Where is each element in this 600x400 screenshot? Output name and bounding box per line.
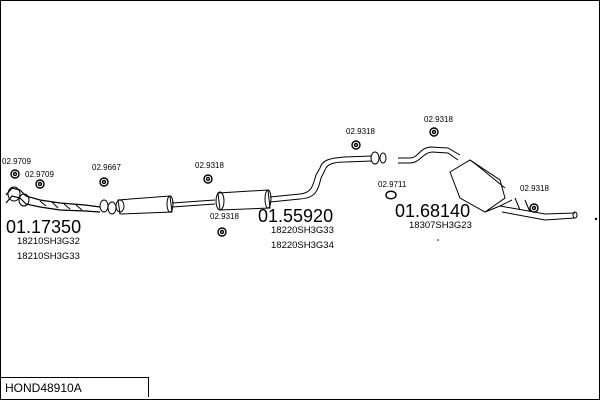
fitting-f4-shape xyxy=(203,174,213,184)
fitting-f5-label: 02.9318 xyxy=(210,212,239,221)
rear-assembly-code-1: 18307SH3G23 xyxy=(409,220,472,231)
fitting-f7-label: 02.9711 xyxy=(378,180,407,189)
rear-assembly-number: 01.68140 xyxy=(395,201,471,221)
fitting-f9-shape xyxy=(529,203,539,213)
fitting-f2-shape xyxy=(35,179,45,189)
fitting-f8-label: 02.9318 xyxy=(424,115,453,124)
front-assembly-code-2: 18210SH3G33 xyxy=(17,251,80,262)
diagram-title: HOND48910A xyxy=(1,377,149,397)
fitting-f2-label: 02.9709 xyxy=(25,170,54,179)
middle-assembly-number: 01.55920 xyxy=(258,206,334,226)
connecting-flange-drawing xyxy=(370,151,387,165)
middle-assembly-code-2: 18220SH3G34 xyxy=(271,240,334,251)
middle-assembly-code-1: 18220SH3G33 xyxy=(271,225,334,236)
fitting-f1-shape xyxy=(10,169,20,179)
fitting-f1-label: 02.9709 xyxy=(2,157,31,166)
rear-muffler-drawing xyxy=(398,146,578,221)
fitting-f4-label: 02.9318 xyxy=(195,161,224,170)
front-assembly-code-1: 18210SH3G32 xyxy=(17,236,80,247)
resonator-drawing xyxy=(117,195,216,215)
fitting-f6-label: 02.9318 xyxy=(346,127,375,136)
fitting-f9-label: 02.9318 xyxy=(520,184,549,193)
fitting-f3-label: 02.9667 xyxy=(92,163,121,172)
fitting-f6-shape xyxy=(351,140,361,150)
front-pipe-drawing xyxy=(5,186,125,215)
fitting-f8-shape xyxy=(429,127,439,137)
mid-muffler-drawing xyxy=(215,155,373,211)
front-assembly-number: 01.17350 xyxy=(6,217,82,237)
fitting-f7-shape xyxy=(385,190,397,200)
fitting-f3-shape xyxy=(99,177,109,187)
fitting-f5-shape xyxy=(217,227,227,237)
